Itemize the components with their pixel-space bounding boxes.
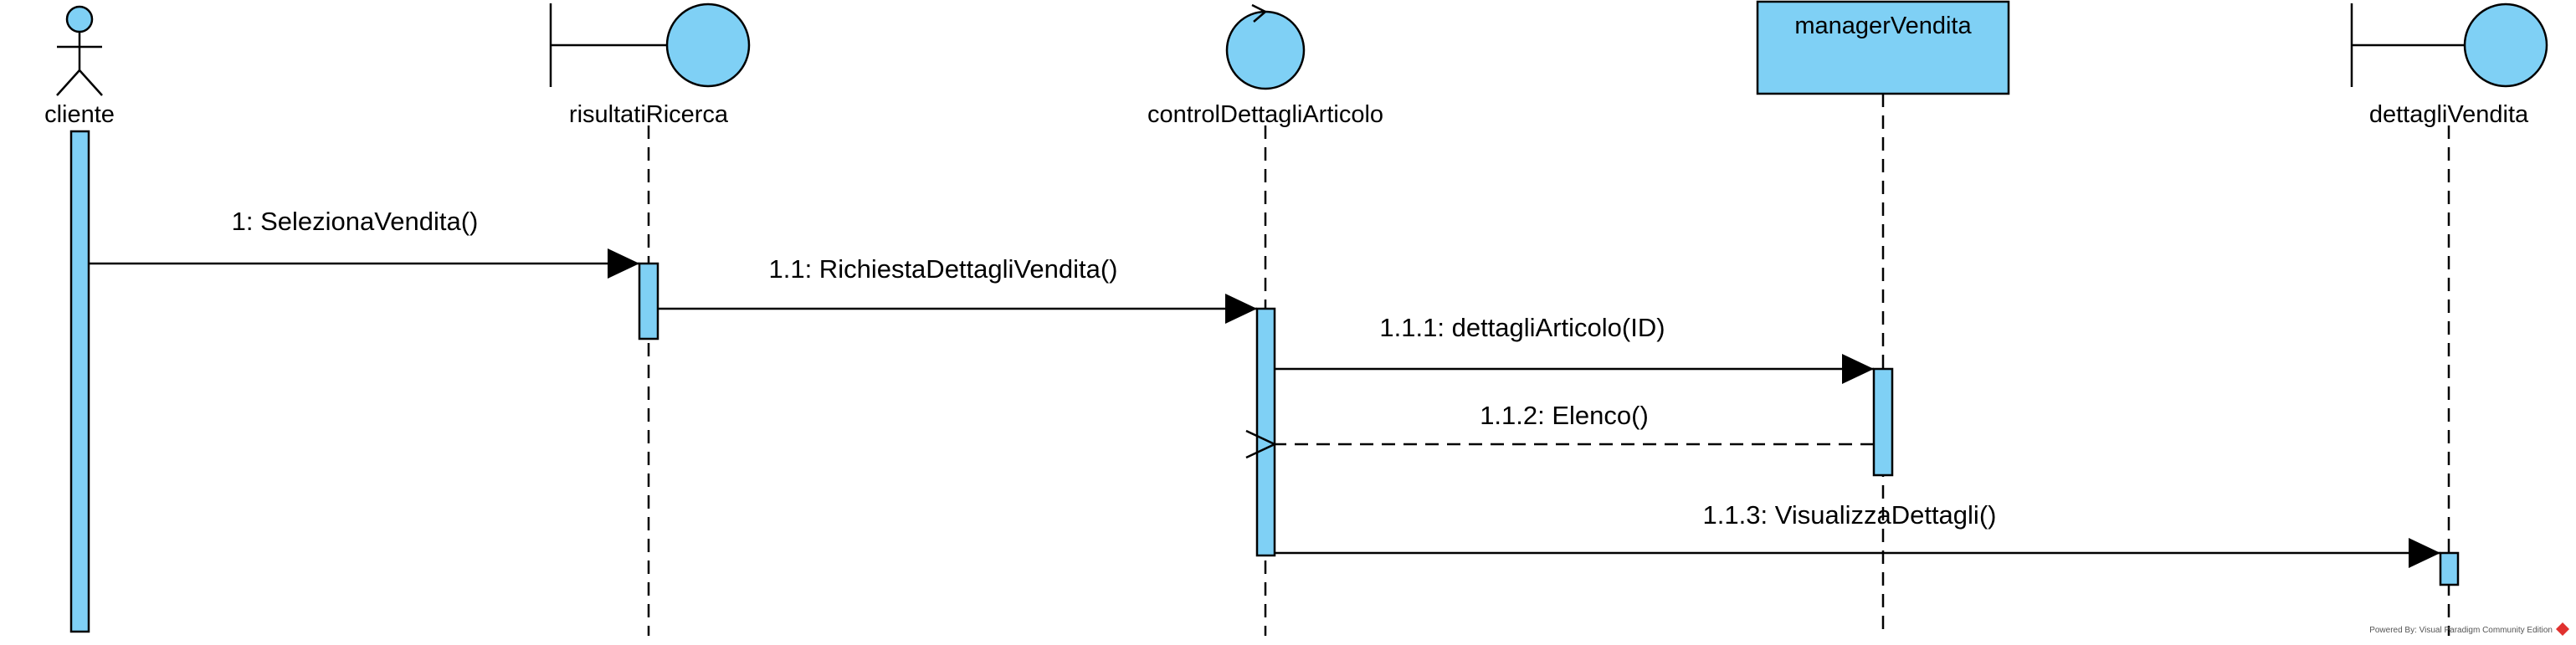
participant-label: cliente: [44, 101, 115, 128]
control-icon: [1225, 3, 1306, 90]
message-1-1[interactable]: 1.1: RichiestaDettagliVendita(): [658, 254, 1257, 324]
participant-cliente[interactable]: cliente: [44, 5, 115, 128]
footer-watermark: Powered By: Visual Paradigm Community Ed…: [2369, 622, 2569, 636]
participant-label: controlDettagliArticolo: [1147, 101, 1383, 128]
activation-cliente: [69, 130, 90, 633]
boundary-icon: [549, 3, 751, 88]
message-1-1-2[interactable]: 1.1.2: Elenco(): [1275, 401, 1874, 444]
message-label: 1.1.1: dettagliArticolo(ID): [1379, 313, 1665, 342]
footer-text: Powered By: Visual Paradigm Community Ed…: [2369, 626, 2553, 635]
participant-label: risultatiRicerca: [569, 101, 729, 128]
actor-icon: [56, 5, 103, 96]
participant-managerVendita[interactable]: managerVendita: [1756, 0, 2010, 95]
lifelines: [647, 94, 2450, 636]
activation-risultatiRicerca: [638, 262, 659, 340]
message-1-1-1[interactable]: 1.1.1: dettagliArticolo(ID): [1275, 313, 1874, 384]
boundary-icon: [2350, 3, 2548, 88]
participant-risultatiRicerca[interactable]: risultatiRicerca: [549, 3, 751, 128]
activation-controlDettagliArticolo: [1255, 307, 1276, 557]
message-1-1-3[interactable]: 1.1.3: VisualizzaDettagli(): [1275, 500, 2440, 568]
participant-controlDettagliArticolo[interactable]: controlDettagliArticolo: [1147, 3, 1383, 128]
visual-paradigm-logo-icon: [2556, 622, 2569, 636]
participant-dettagliVendita[interactable]: dettagliVendita: [2350, 3, 2548, 128]
message-label: 1.1: RichiestaDettagliVendita(): [768, 254, 1117, 284]
activation-managerVendita: [1872, 367, 1894, 477]
message-label: 1.1.2: Elenco(): [1480, 401, 1649, 430]
participant-label: dettagliVendita: [2369, 101, 2529, 128]
participant-label: managerVendita: [1794, 13, 1972, 39]
message-label: 1.1.3: VisualizzaDettagli(): [1703, 500, 1997, 530]
message-1[interactable]: 1: SelezionaVendita(): [89, 207, 639, 279]
message-label: 1: SelezionaVendita(): [232, 207, 479, 236]
activation-dettagliVendita: [2439, 551, 2460, 586]
participant-box: [1756, 0, 2010, 95]
